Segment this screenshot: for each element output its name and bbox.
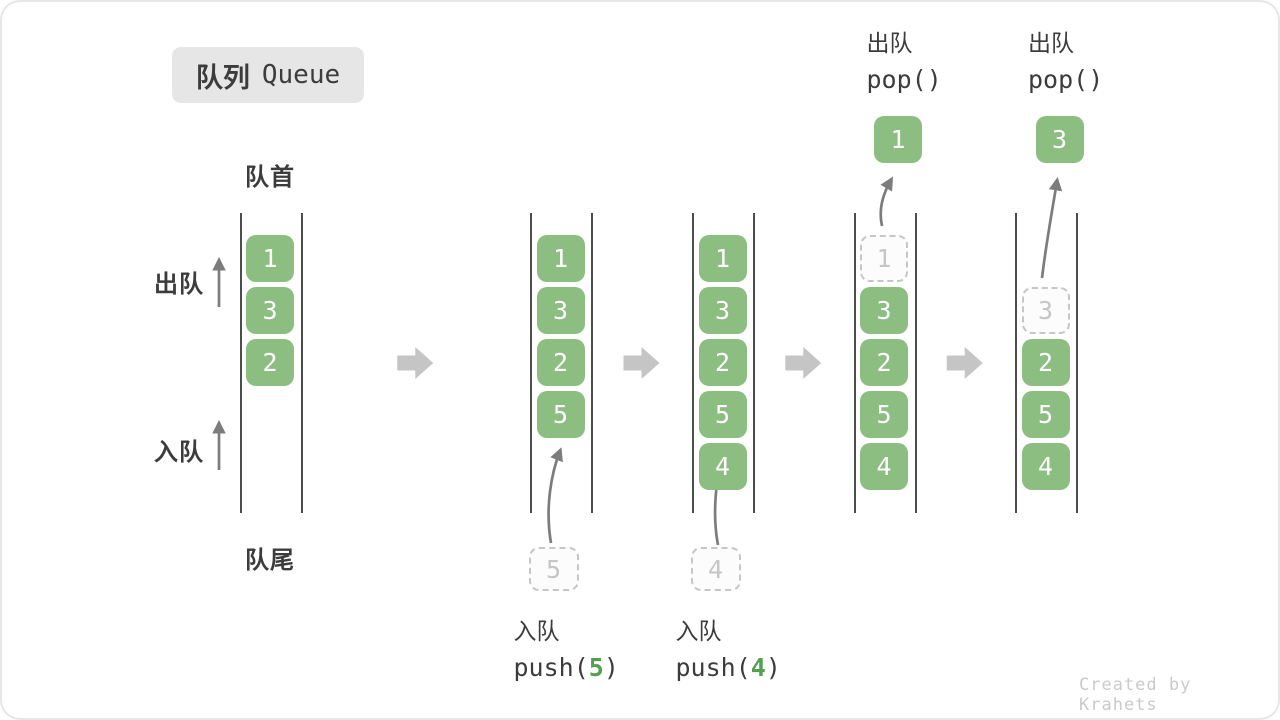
dequeue-arrow-pop3 xyxy=(1040,177,1063,279)
op-label: 出队 xyxy=(866,31,913,57)
dequeue-arrow-pop1 xyxy=(879,176,894,227)
queue-cell: 2 xyxy=(536,339,585,386)
incoming-element: 5 xyxy=(528,547,579,591)
queue-cell: 2 xyxy=(1021,339,1070,386)
label-queue-front: 队首 xyxy=(245,163,295,191)
op-label: 入队 xyxy=(675,619,722,645)
op-code-text: ) xyxy=(765,653,781,682)
queue-cell: 1 xyxy=(246,235,294,282)
popped-element: 3 xyxy=(1035,116,1084,163)
dequeue-op: 出队 pop() xyxy=(1028,30,1103,95)
queue-cell-removed: 1 xyxy=(860,235,908,282)
incoming-element: 4 xyxy=(690,547,741,591)
op-label: 出队 xyxy=(1028,31,1074,57)
queue-cell: 3 xyxy=(860,287,908,334)
transition-arrow xyxy=(785,347,822,379)
queue-cell: 4 xyxy=(860,443,908,490)
op-code-text: push( xyxy=(513,653,589,682)
queue-cell: 2 xyxy=(860,339,908,386)
op-code-text: pop() xyxy=(866,65,942,94)
title-badge: 队列 Queue xyxy=(172,47,364,103)
transition-arrow xyxy=(397,347,434,379)
queue-cell: 3 xyxy=(536,287,585,334)
queue-wall xyxy=(753,213,755,513)
enqueue-arrow-push5 xyxy=(547,447,563,544)
queue-wall xyxy=(239,213,242,513)
queue-cell: 2 xyxy=(698,339,747,386)
op-code-argument: 4 xyxy=(750,653,766,682)
popped-element: 1 xyxy=(874,116,922,163)
queue-cell: 5 xyxy=(1021,391,1070,438)
queue-wall xyxy=(1076,213,1078,513)
queue-wall xyxy=(914,213,917,513)
op-code: push(5) xyxy=(514,653,619,683)
queue-cell: 5 xyxy=(860,391,908,438)
op-code: push(4) xyxy=(676,653,781,683)
queue-wall xyxy=(300,213,303,513)
queue-cell: 3 xyxy=(698,287,747,334)
label-queue-rear: 队尾 xyxy=(245,546,295,574)
queue-cell: 4 xyxy=(1021,443,1070,490)
queue-cell: 1 xyxy=(698,235,747,282)
op-code: pop() xyxy=(867,65,942,95)
queue-wall xyxy=(853,213,856,513)
title-en: Queue xyxy=(261,60,341,90)
op-label: 入队 xyxy=(513,619,560,645)
queue-wall xyxy=(692,213,694,513)
queue-cell: 1 xyxy=(536,235,585,282)
queue-wall xyxy=(591,213,593,513)
op-code-text: push( xyxy=(675,653,751,682)
enqueue-op: 入队 push(5) xyxy=(514,618,619,683)
queue-cell: 5 xyxy=(536,391,585,438)
label-enqueue: 入队 xyxy=(154,438,204,466)
op-code-text: pop() xyxy=(1028,65,1104,94)
label-dequeue: 出队 xyxy=(154,270,204,298)
queue-cell-removed: 3 xyxy=(1021,287,1070,334)
watermark: Created by Krahets xyxy=(1079,675,1192,715)
queue-cell: 3 xyxy=(246,287,294,334)
title-zh: 队列 xyxy=(195,62,250,94)
enqueue-op: 入队 push(4) xyxy=(676,618,781,683)
transition-arrow xyxy=(946,347,983,379)
queue-cell: 4 xyxy=(698,443,747,490)
queue-wall xyxy=(1015,213,1017,513)
queue-wall xyxy=(530,213,532,513)
op-code-text: ) xyxy=(603,653,619,682)
queue-cell: 2 xyxy=(246,339,294,386)
op-code: pop() xyxy=(1028,65,1103,95)
queue-cell: 5 xyxy=(698,391,747,438)
op-code-argument: 5 xyxy=(588,653,604,682)
dequeue-op: 出队 pop() xyxy=(867,30,942,95)
transition-arrow xyxy=(623,347,660,379)
